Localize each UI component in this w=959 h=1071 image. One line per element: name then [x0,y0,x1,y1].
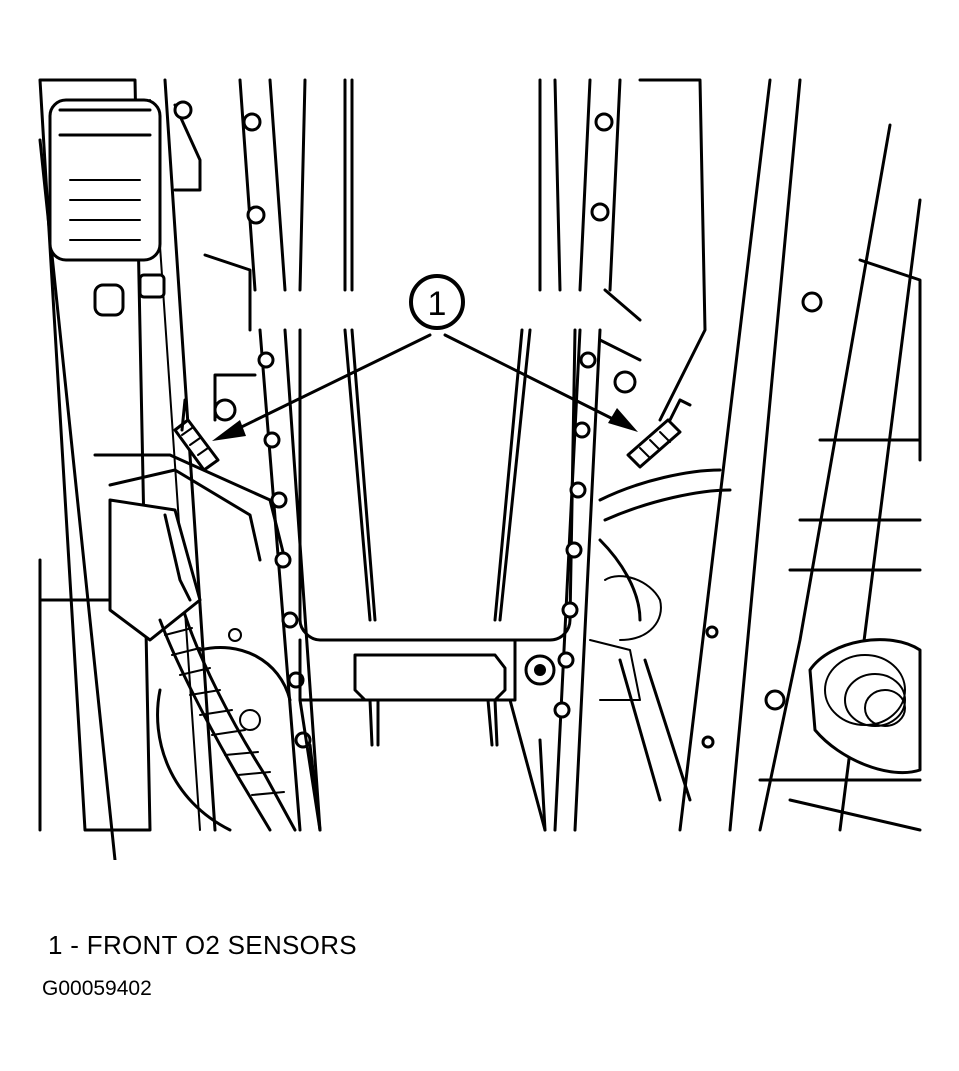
right-exhaust-pipe [589,468,732,802]
callout-leaders [212,333,638,441]
starter-motor [48,98,202,317]
front-o2-sensors-diagram: 1 [38,78,922,860]
callout-number: 1 [428,285,447,323]
callout-balloon: 1 [409,274,465,330]
left-transmission-housing [156,628,292,832]
left-o2-sensor [173,398,220,472]
legend-caption: 1 - FRONT O2 SENSORS [48,930,357,960]
center-oil-pan [298,78,577,832]
right-o2-sensor [626,398,692,469]
right-coil-assembly [758,638,922,832]
left-wire-loom [158,613,297,832]
right-oil-pan-flange [524,78,642,832]
left-exhaust-pipe [38,453,287,832]
left-oil-pan-flange [203,78,322,832]
figure-id: G00059402 [42,977,152,1000]
